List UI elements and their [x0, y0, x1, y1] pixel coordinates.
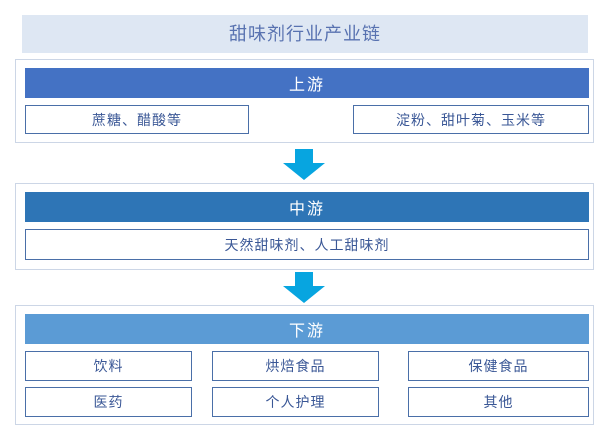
downstream-item-4[interactable]: 个人护理 [212, 387, 379, 417]
arrow-down-icon [282, 149, 326, 181]
upstream-item-0[interactable]: 蔗糖、醋酸等 [25, 105, 249, 134]
stage-header-upstream: 上游 [25, 68, 589, 98]
downstream-item-0[interactable]: 饮料 [25, 351, 192, 381]
arrow-down-icon [282, 272, 326, 304]
stage-header-downstream: 下游 [25, 314, 589, 344]
downstream-item-2[interactable]: 保健食品 [408, 351, 589, 381]
upstream-item-1[interactable]: 淀粉、甜叶菊、玉米等 [353, 105, 589, 134]
section-upstream: 上游 蔗糖、醋酸等 淀粉、甜叶菊、玉米等 [15, 59, 594, 143]
section-downstream: 下游 饮料 烘焙食品 保健食品 医药 个人护理 其他 [15, 305, 594, 425]
stage-header-midstream: 中游 [25, 192, 589, 222]
page-title: 甜味剂行业产业链 [229, 24, 381, 44]
section-midstream: 中游 天然甜味剂、人工甜味剂 [15, 183, 594, 270]
diagram-title-band: 甜味剂行业产业链 [22, 15, 588, 53]
downstream-item-5[interactable]: 其他 [408, 387, 589, 417]
midstream-item-0[interactable]: 天然甜味剂、人工甜味剂 [25, 229, 589, 260]
downstream-item-3[interactable]: 医药 [25, 387, 192, 417]
downstream-item-1[interactable]: 烘焙食品 [212, 351, 379, 381]
